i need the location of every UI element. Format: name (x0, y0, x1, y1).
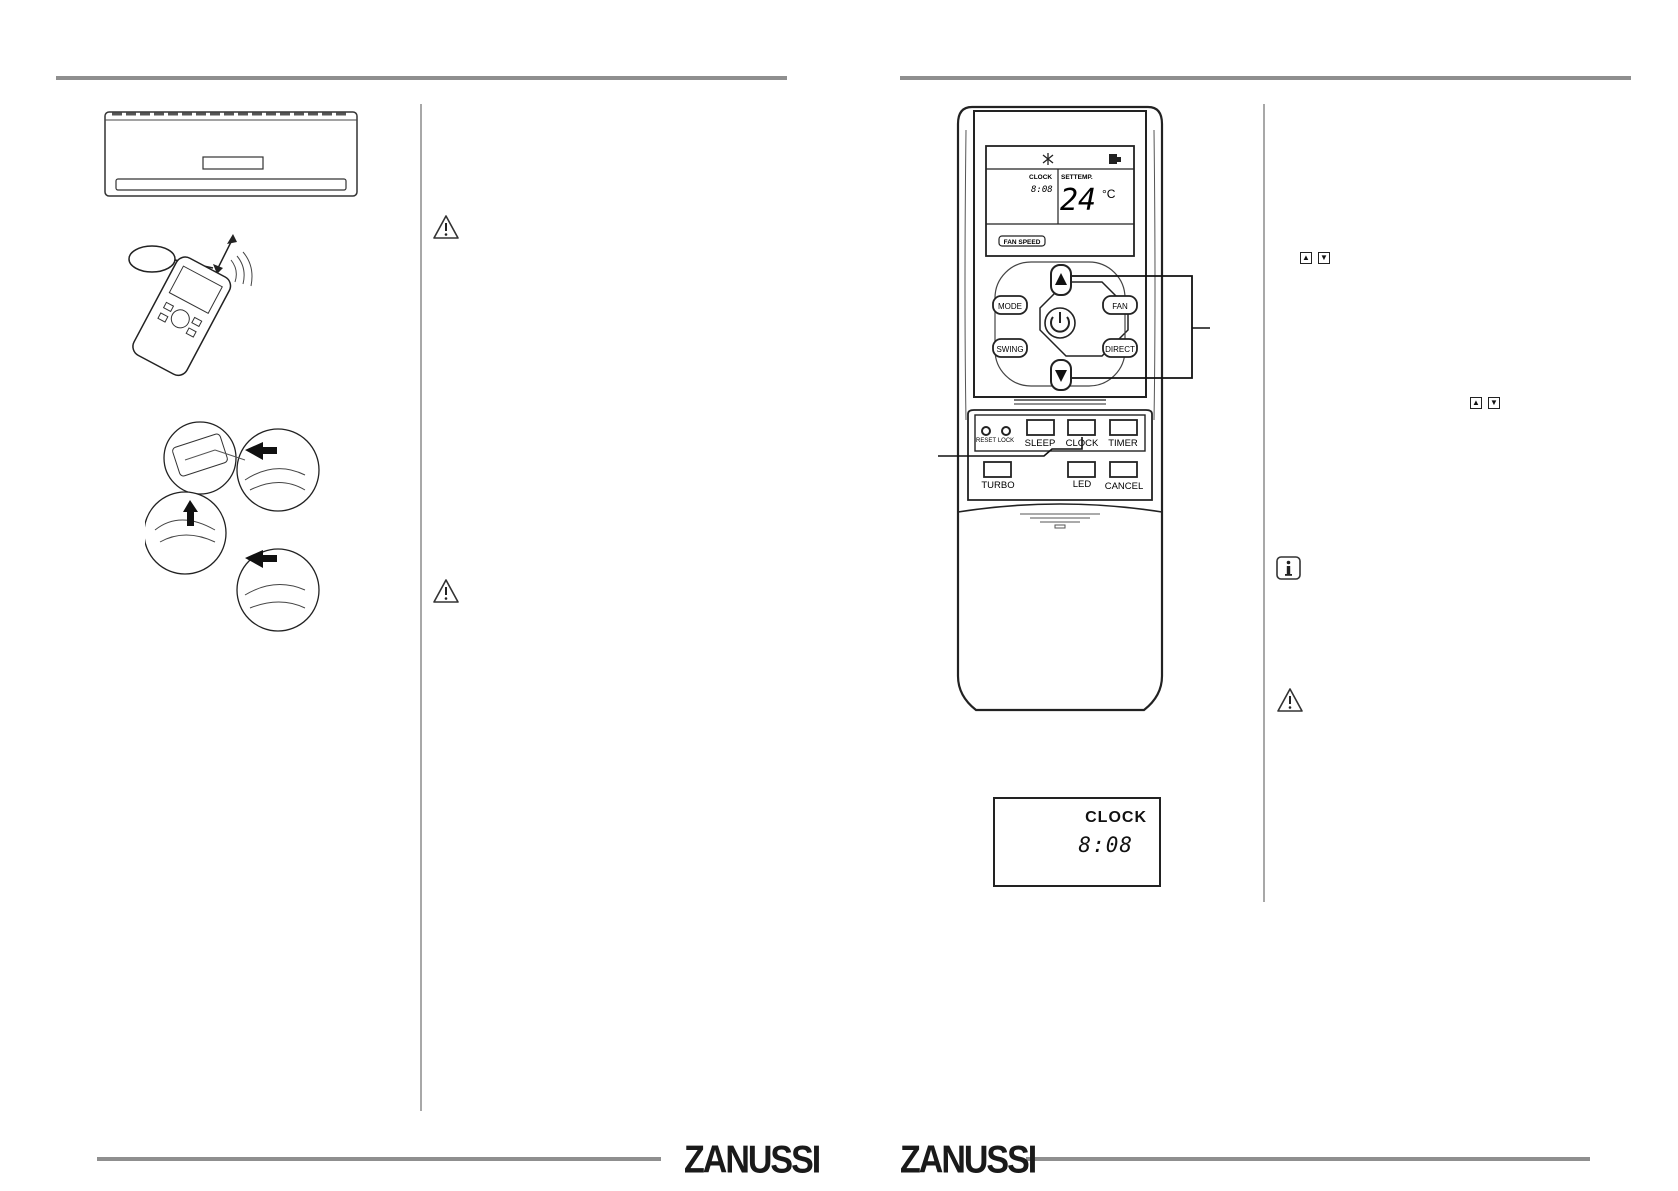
lcd-fan-speed-label: FAN SPEED (1004, 239, 1041, 246)
lock-button[interactable]: LOCK (998, 426, 1014, 444)
reset-button[interactable]: RESET (976, 426, 996, 444)
lock-label: LOCK (998, 438, 1014, 444)
top-rule-right (900, 76, 1631, 80)
snowflake-icon (1042, 153, 1054, 165)
warning-icon (1277, 688, 1303, 712)
timer-label: TIMER (1108, 438, 1138, 449)
column-divider-left (420, 104, 422, 1111)
down-arrow-icon: ▼ (1318, 252, 1330, 264)
info-icon (1276, 556, 1301, 580)
bottom-rule-left (97, 1157, 661, 1161)
bottom-rule-right (1026, 1157, 1590, 1161)
top-rule-left (56, 76, 787, 80)
lcd-settemp-label: SETTEMP. (1061, 174, 1093, 181)
up-arrow-icon: ▲ (1300, 252, 1312, 264)
mode-button[interactable]: MODE (992, 295, 1028, 315)
fan-button-label: FAN (1112, 302, 1128, 311)
warning-icon (433, 215, 459, 239)
transmit-icon (1109, 154, 1121, 164)
remote-pointing-illustration (128, 234, 253, 377)
power-button[interactable] (1044, 307, 1076, 339)
swing-button-label: SWING (996, 345, 1023, 354)
led-label: LED (1073, 479, 1092, 490)
sleep-button[interactable]: SLEEP (1025, 419, 1056, 449)
up-arrow-icon: ▲ (1470, 397, 1482, 409)
mode-button-label: MODE (998, 302, 1022, 311)
cancel-button[interactable]: CANCEL (1105, 461, 1144, 492)
zanussi-logo-left: ZANUSSI (684, 1138, 821, 1182)
zanussi-logo-right: ZANUSSI (900, 1138, 1037, 1182)
cancel-label: CANCEL (1105, 481, 1144, 492)
swing-button[interactable]: SWING (992, 338, 1028, 358)
led-button[interactable]: LED (1067, 461, 1096, 490)
clock-display-label: CLOCK (1085, 809, 1147, 826)
down-arrow-icon: ▼ (1488, 397, 1500, 409)
lcd-clock-label: CLOCK (1029, 174, 1052, 181)
timer-button[interactable]: TIMER (1108, 419, 1138, 449)
direct-button-label: DIRECT (1105, 345, 1135, 354)
lcd-temp-unit: °C (1102, 187, 1116, 201)
fan-button[interactable]: FAN (1102, 295, 1138, 315)
turbo-button[interactable]: TURBO (981, 461, 1015, 491)
lcd-temp-value: 24 (1060, 183, 1096, 218)
sleep-label: SLEEP (1025, 438, 1056, 449)
remote-control: CLOCK 8:08 SETTEMP. 24 °C FAN SPEED MODE… (938, 105, 1210, 712)
clock-display-closeup: CLOCK 8:08 (993, 797, 1161, 887)
clock-display-value: 8:08 (1078, 833, 1133, 857)
reset-label: RESET (976, 438, 996, 444)
warning-icon (433, 579, 459, 603)
direct-button[interactable]: DIRECT (1102, 338, 1138, 358)
up-button[interactable] (1050, 264, 1072, 296)
down-button[interactable] (1050, 359, 1072, 391)
lcd-clock-value: 8:08 (1031, 185, 1053, 195)
column-divider-right (1263, 104, 1265, 902)
battery-steps-illustration (145, 421, 320, 632)
turbo-label: TURBO (981, 480, 1014, 491)
indoor-unit-illustration (104, 111, 358, 197)
